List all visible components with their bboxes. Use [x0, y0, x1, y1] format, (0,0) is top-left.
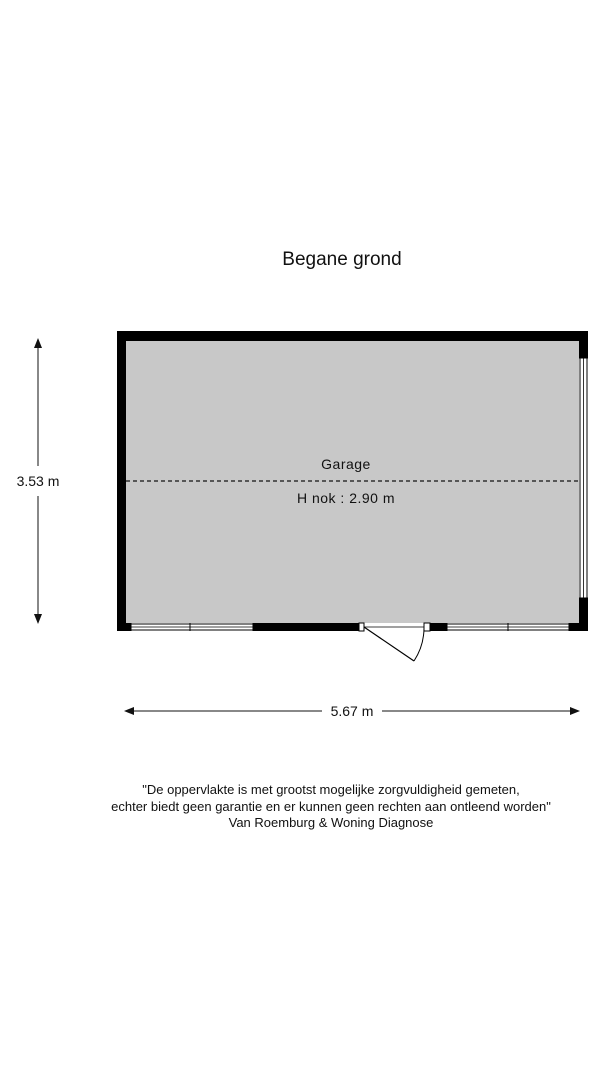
disclaimer-line-2: echter biedt geen garantie en er kunnen … [111, 799, 551, 814]
bottom-right-window [446, 623, 570, 631]
garage-floor [126, 341, 579, 623]
bottom-left-window [130, 623, 254, 631]
right-window [579, 357, 588, 599]
disclaimer-line-1: "De oppervlakte is met grootst mogelijke… [142, 782, 519, 797]
ridge-height-label: H nok : 2.90 m [297, 490, 395, 506]
arrow-left-icon [124, 707, 134, 715]
door-leaf [363, 626, 415, 662]
width-dimension [124, 707, 580, 715]
height-dimension [34, 338, 42, 624]
door-swing-arc [413, 626, 425, 662]
arrow-up-icon [34, 338, 42, 348]
floor-title: Begane grond [282, 249, 401, 270]
height-dimension-label: 3.53 m [17, 473, 60, 489]
disclaimer-company: Van Roemburg & Woning Diagnose [229, 815, 434, 830]
room-name: Garage [321, 456, 371, 472]
arrow-right-icon [570, 707, 580, 715]
garage-door [358, 622, 431, 662]
arrow-down-icon [34, 614, 42, 624]
width-dimension-label: 5.67 m [331, 703, 374, 719]
